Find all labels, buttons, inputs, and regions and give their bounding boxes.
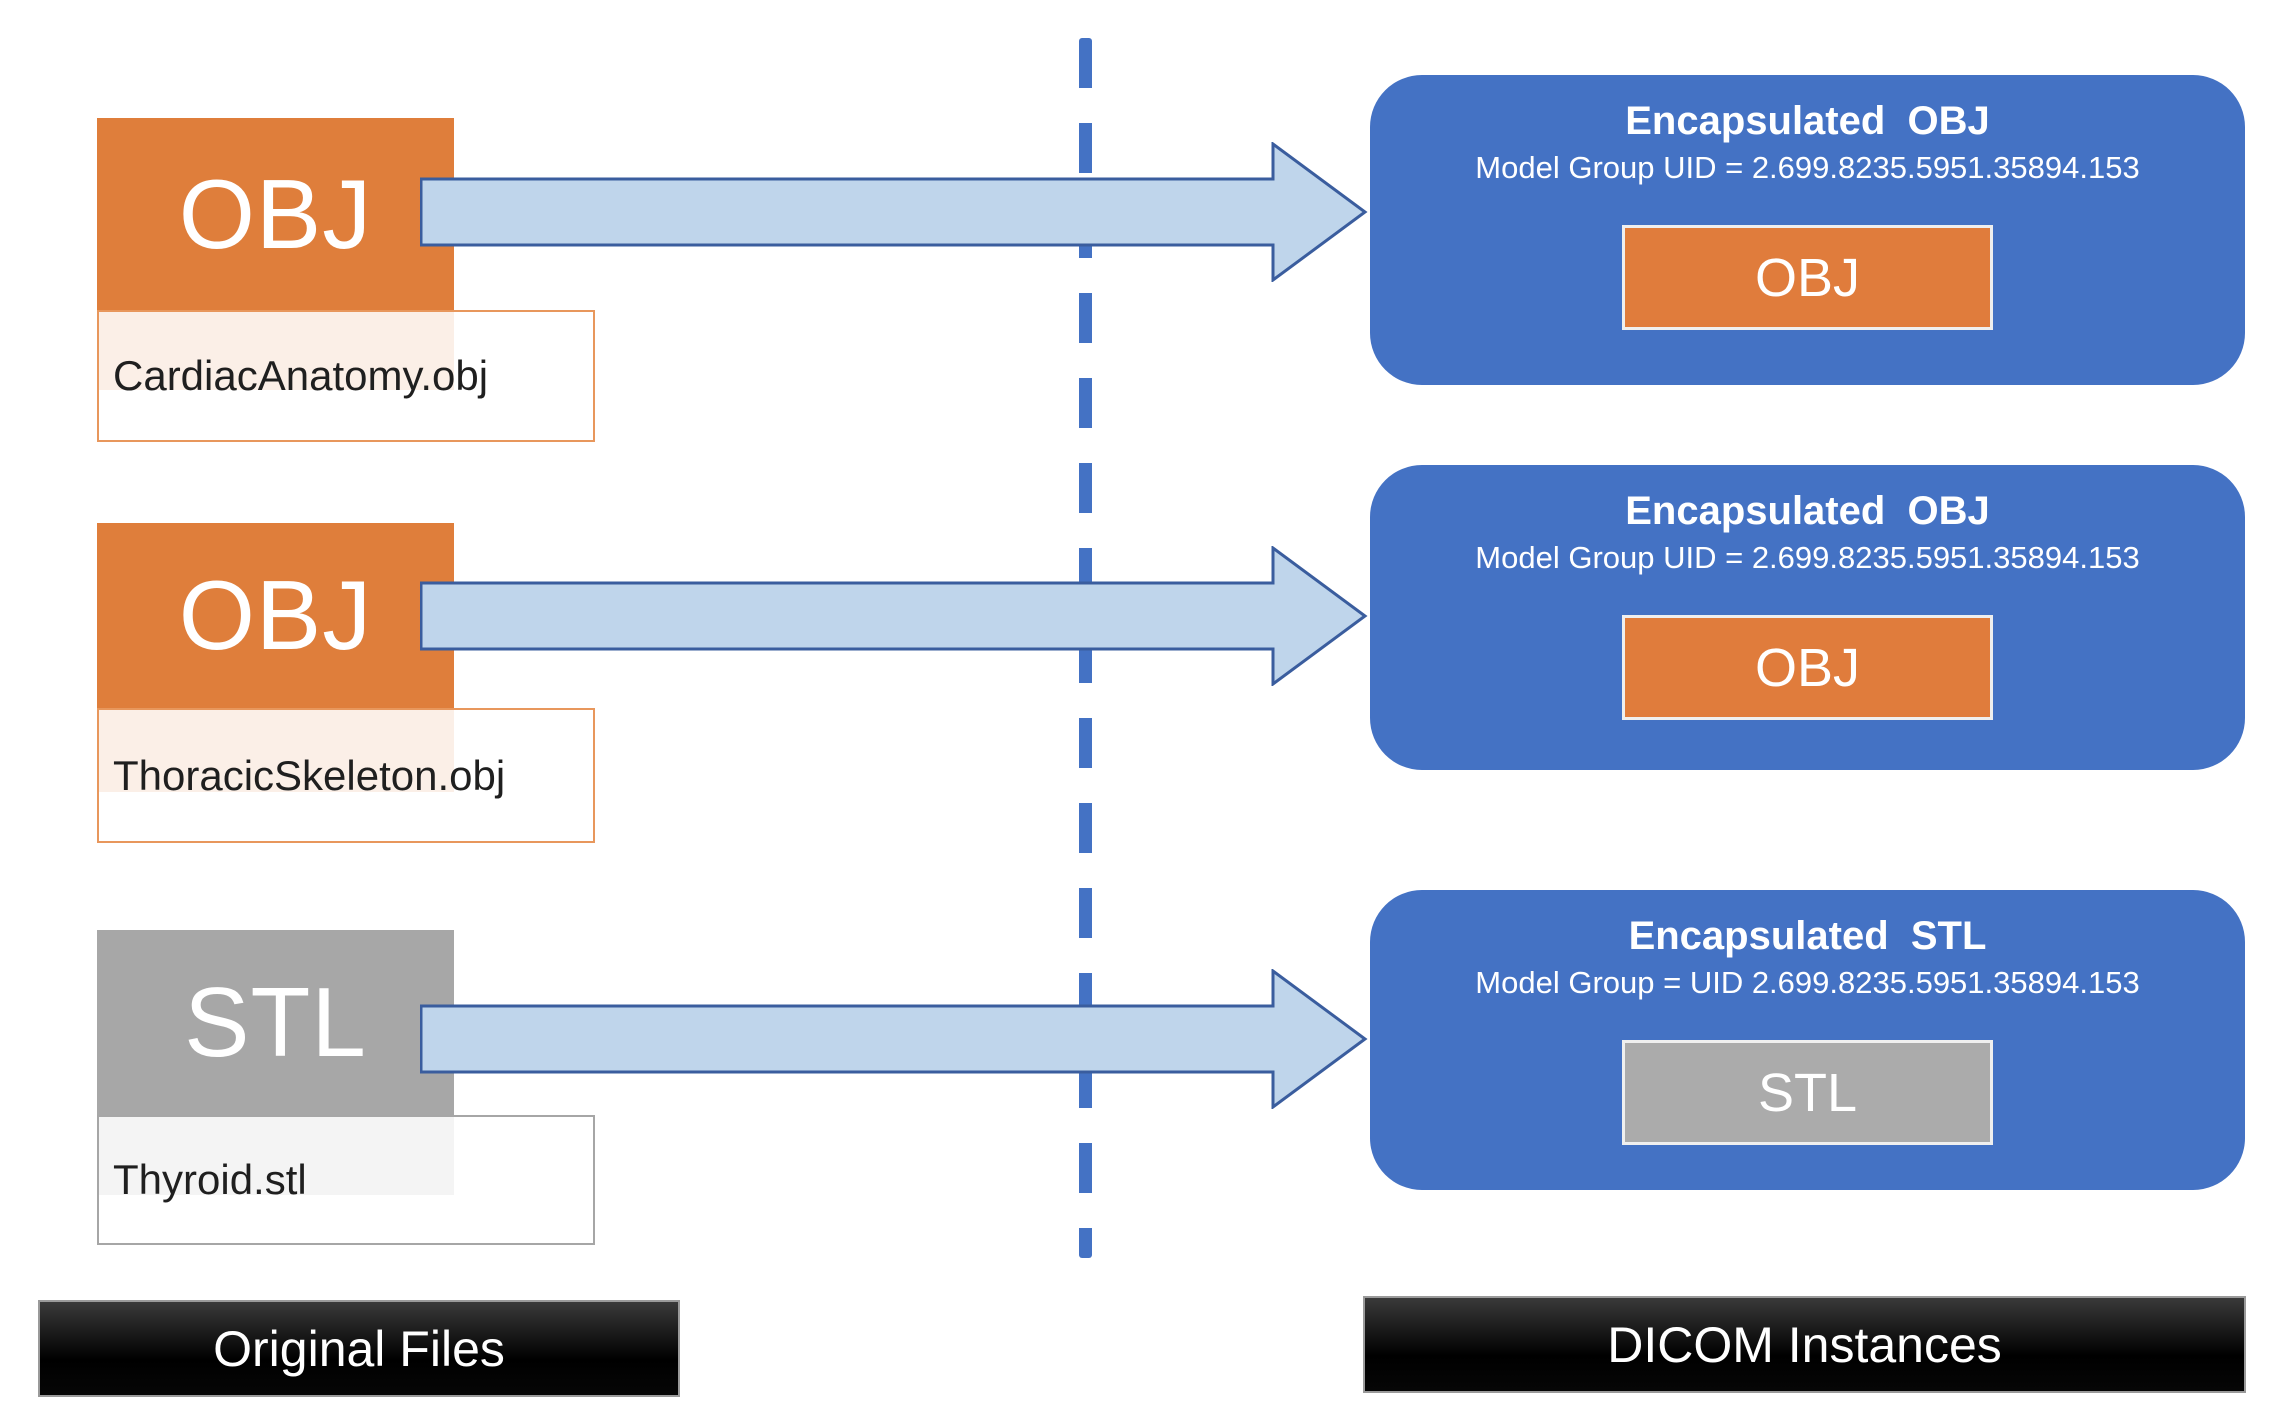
right-arrow-1 xyxy=(420,142,1368,282)
model-group-uid: Model Group UID = 2.699.8235.5951.35894.… xyxy=(1475,540,2140,575)
format-badge-stl: STL xyxy=(1622,1040,1993,1145)
filename-box-3: Thyroid.stl xyxy=(97,1115,595,1245)
right-arrow-2 xyxy=(420,546,1368,686)
model-group-uid: Model Group UID = 2.699.8235.5951.35894.… xyxy=(1475,150,2140,185)
format-badge-label: OBJ xyxy=(1754,247,1861,308)
original-files-banner: Original Files xyxy=(38,1300,680,1397)
encapsulated-box-2: Encapsulated OBJ Model Group UID = 2.699… xyxy=(1370,465,2245,770)
encapsulated-title: Encapsulated OBJ xyxy=(1625,99,1990,143)
original-files-label: Original Files xyxy=(213,1320,505,1377)
format-badge-obj: OBJ xyxy=(1622,225,1993,330)
format-badge-obj: OBJ xyxy=(1622,615,1993,720)
encapsulated-box-1: Encapsulated OBJ Model Group UID = 2.699… xyxy=(1370,75,2245,385)
model-group-uid: Model Group = UID 2.699.8235.5951.35894.… xyxy=(1475,965,2140,1000)
file-icon-label: STL xyxy=(184,967,367,1077)
encapsulated-title: Encapsulated STL xyxy=(1628,914,1987,958)
filename-text: ThoracicSkeleton.obj xyxy=(113,751,506,799)
filename-text: Thyroid.stl xyxy=(113,1156,307,1203)
format-badge-label: STL xyxy=(1757,1062,1858,1123)
right-arrow-3 xyxy=(420,969,1368,1109)
encapsulated-title: Encapsulated OBJ xyxy=(1625,489,1990,533)
filename-box-2: ThoracicSkeleton.obj xyxy=(97,708,595,843)
format-badge-label: OBJ xyxy=(1754,637,1861,698)
file-icon-label: OBJ xyxy=(178,158,373,269)
filename-box-1: CardiacAnatomy.obj xyxy=(97,310,595,442)
dicom-instances-banner: DICOM Instances xyxy=(1363,1296,2246,1393)
file-icon-label: OBJ xyxy=(178,560,373,670)
encapsulated-box-3: Encapsulated STL Model Group = UID 2.699… xyxy=(1370,890,2245,1190)
filename-text: CardiacAnatomy.obj xyxy=(113,352,489,399)
dicom-instances-label: DICOM Instances xyxy=(1607,1316,2002,1373)
